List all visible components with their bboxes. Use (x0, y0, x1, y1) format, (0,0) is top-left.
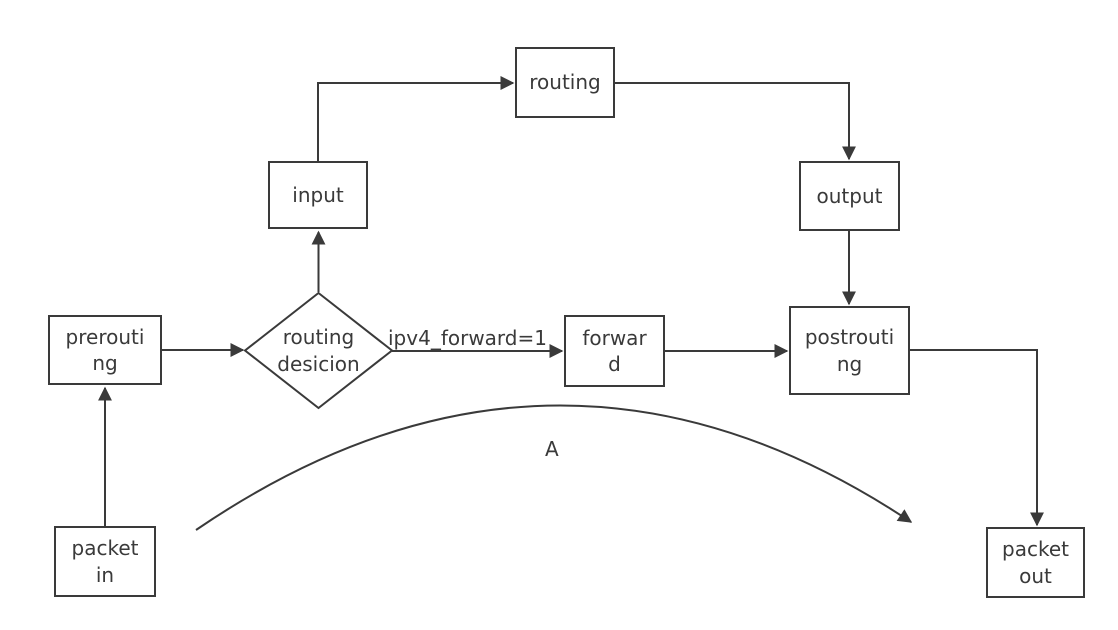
forward-label-line2: d (608, 352, 621, 376)
routing-decision-diamond-shape (243, 291, 394, 410)
forward-condition-label: ipv4_forward=1 (388, 326, 547, 350)
postrouting-label-line2: ng (836, 351, 863, 376)
input-box: input (268, 161, 368, 229)
bypass-curve-label: A (545, 437, 559, 461)
routing-label: routing (529, 70, 601, 95)
postrouting-box: postrouti ng (789, 306, 910, 395)
prerouting-label-line2: ng (92, 351, 118, 375)
edge-postrouting-to-packet-out (910, 349, 1044, 527)
forward-label-line1: forwar (582, 325, 647, 350)
routing-box: routing (515, 47, 615, 118)
output-box: output (799, 161, 900, 231)
prerouting-box: prerouti ng (48, 315, 162, 385)
postrouting-label-line1: postrouti (804, 325, 895, 350)
packet-in-label-line1: packet (71, 536, 139, 561)
edge-routing-to-output (615, 82, 856, 161)
prerouting-label-line1: prerouti (65, 324, 145, 349)
forward-box: forwar d (564, 315, 665, 387)
packet-in-box: packet in (54, 526, 156, 597)
packet-out-box: packet out (986, 527, 1085, 598)
edge-input-to-routing (317, 76, 515, 161)
packet-out-label-line2: out (1019, 563, 1052, 588)
output-label: output (816, 183, 883, 208)
packet-in-label-line2: in (95, 562, 115, 587)
edge-bypass-curve (195, 404, 913, 531)
input-label: input (292, 182, 344, 207)
packet-out-label-line1: packet (1002, 537, 1069, 562)
